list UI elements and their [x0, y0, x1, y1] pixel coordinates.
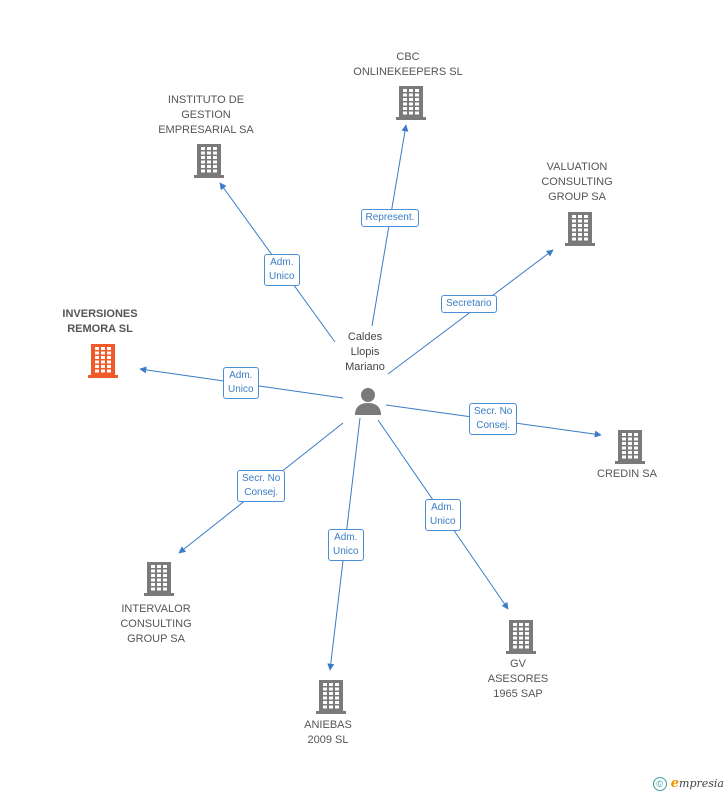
company-name-instituto[interactable]: INSTITUTO DE GESTION EMPRESARIAL SA	[158, 94, 254, 136]
brand-logo[interactable]: empresia	[670, 776, 724, 791]
center-person-name[interactable]: Caldes Llopis Mariano	[345, 331, 385, 373]
company-name-credin[interactable]: CREDIN SA	[597, 468, 657, 480]
company-name-inversiones[interactable]: INVERSIONES REMORA SL	[62, 308, 138, 335]
building-icon[interactable]	[615, 430, 645, 464]
relation-label-credin[interactable]: Secr. No Consej.	[469, 403, 518, 435]
relation-label-gv[interactable]: Adm. Unico	[425, 499, 461, 531]
company-name-intervalor[interactable]: INTERVALOR CONSULTING GROUP SA	[120, 603, 192, 645]
relation-label-valuation[interactable]: Secretario	[441, 295, 497, 313]
person-icon[interactable]	[353, 386, 383, 416]
copyright-icon: ©	[652, 776, 667, 791]
relation-label-aniebas[interactable]: Adm. Unico	[328, 529, 364, 561]
building-icon[interactable]	[144, 562, 174, 596]
company-name-aniebas[interactable]: ANIEBAS 2009 SL	[304, 719, 352, 746]
company-name-cbc[interactable]: CBC ONLINEKEEPERS SL	[353, 51, 463, 78]
company-name-valuation[interactable]: VALUATION CONSULTING GROUP SA	[541, 161, 613, 203]
relation-label-instituto[interactable]: Adm. Unico	[264, 254, 300, 286]
relation-label-inversiones[interactable]: Adm. Unico	[223, 367, 259, 399]
company-name-gv[interactable]: GV ASESORES 1965 SAP	[487, 658, 549, 700]
building-icon[interactable]	[316, 680, 346, 714]
building-icon[interactable]	[396, 86, 426, 120]
relation-label-intervalor[interactable]: Secr. No Consej.	[237, 470, 286, 502]
building-icon[interactable]	[506, 620, 536, 654]
building-icon[interactable]	[194, 144, 224, 178]
building-icon[interactable]	[565, 212, 595, 246]
footer-brand: © empresia	[652, 776, 724, 791]
relation-label-cbc[interactable]: Represent.	[360, 209, 420, 227]
building-icon[interactable]	[88, 344, 118, 378]
